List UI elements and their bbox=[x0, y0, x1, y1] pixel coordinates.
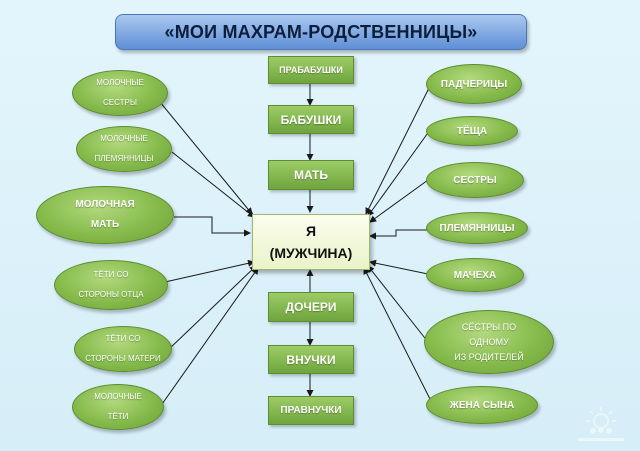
ellipse-line: МАТЬ bbox=[90, 219, 120, 230]
box-prababushki: ПРАБАБУШКИ bbox=[268, 56, 354, 84]
ellipse-line: ТЁТИ СО bbox=[105, 334, 141, 343]
center-self: Я (МУЖЧИНА) bbox=[252, 214, 370, 270]
ellipse-teshcha: ТЁЩА bbox=[426, 116, 518, 146]
ellipse-line: ПЛЕМЯННИЦЫ bbox=[94, 154, 154, 163]
ellipse-molochnye-sestry: МОЛОЧНЫЕ СЕСТРЫ bbox=[72, 70, 168, 116]
ellipse-line: СТОРОНЫ МАТЕРИ bbox=[85, 354, 161, 363]
ellipse-line: ТЁТИ bbox=[107, 412, 129, 421]
ellipse-line: МОЛОЧНЫЕ bbox=[100, 134, 148, 143]
ellipse-teti-materi: ТЁТИ СО СТОРОНЫ МАТЕРИ bbox=[74, 326, 172, 372]
box-docheri: ДОЧЕРИ bbox=[268, 292, 354, 322]
ellipse-line: ТЁТИ СО bbox=[93, 270, 129, 279]
diagram-title: «МОИ МАХРАМ-РОДСТВЕННИЦЫ» bbox=[115, 14, 527, 50]
ellipse-line: ЖЕНА СЫНА bbox=[449, 399, 515, 411]
ellipse-machekha: МАЧЕХА bbox=[426, 258, 524, 292]
ellipse-line: СЕСТРЫ bbox=[103, 98, 137, 107]
ellipse-padcheritsy: ПАДЧЕРИЦЫ bbox=[426, 64, 522, 104]
ellipse-sestry-po-odnomu: СЁСТРЫ ПО ОДНОМУ ИЗ РОДИТЕЛЕЙ bbox=[424, 310, 554, 374]
box-vnuchki: ВНУЧКИ bbox=[268, 345, 354, 374]
ellipse-zhena-syna: ЖЕНА СЫНА bbox=[426, 386, 538, 424]
ellipse-line: ИЗ РОДИТЕЛЕЙ bbox=[454, 351, 524, 362]
watermark-logo-icon bbox=[578, 407, 624, 441]
ellipse-line: МОЛОЧНЫЕ bbox=[96, 78, 144, 87]
ellipse-line: МАЧЕХА bbox=[453, 269, 497, 281]
ellipse-molochnaya-mat: МОЛОЧНАЯ МАТЬ bbox=[36, 186, 174, 244]
box-mat: МАТЬ bbox=[268, 160, 354, 190]
ellipse-line: СЁСТРЫ ПО bbox=[461, 321, 517, 332]
ellipse-line: СЕСТРЫ bbox=[453, 174, 497, 186]
ellipse-teti-otca: ТЁТИ СО СТОРОНЫ ОТЦА bbox=[54, 260, 168, 310]
box-babushki: БАБУШКИ bbox=[268, 105, 354, 134]
ellipse-line: МОЛОЧНАЯ bbox=[75, 199, 135, 210]
ellipse-line: МОЛОЧНЫЕ bbox=[94, 392, 142, 401]
center-self-line1: Я bbox=[305, 223, 317, 239]
ellipse-line: ОДНОМУ bbox=[469, 336, 509, 347]
ellipse-line: ТЁЩА bbox=[456, 125, 488, 137]
ellipse-line: ПЛЕМЯННИЦЫ bbox=[439, 222, 515, 234]
box-pravnuchki: ПРАВНУЧКИ bbox=[268, 396, 354, 425]
ellipse-line: ПАДЧЕРИЦЫ bbox=[440, 78, 508, 90]
ellipse-molochnye-plemyannitsy: МОЛОЧНЫЕ ПЛЕМЯННИЦЫ bbox=[76, 126, 172, 172]
ellipse-line: СТОРОНЫ ОТЦА bbox=[78, 290, 144, 299]
ellipse-plemyannitsy: ПЛЕМЯННИЦЫ bbox=[426, 212, 528, 244]
ellipse-molochnye-teti: МОЛОЧНЫЕ ТЁТИ bbox=[72, 384, 164, 430]
center-self-line2: (МУЖЧИНА) bbox=[269, 245, 353, 261]
ellipse-sestry: СЕСТРЫ bbox=[426, 162, 524, 198]
